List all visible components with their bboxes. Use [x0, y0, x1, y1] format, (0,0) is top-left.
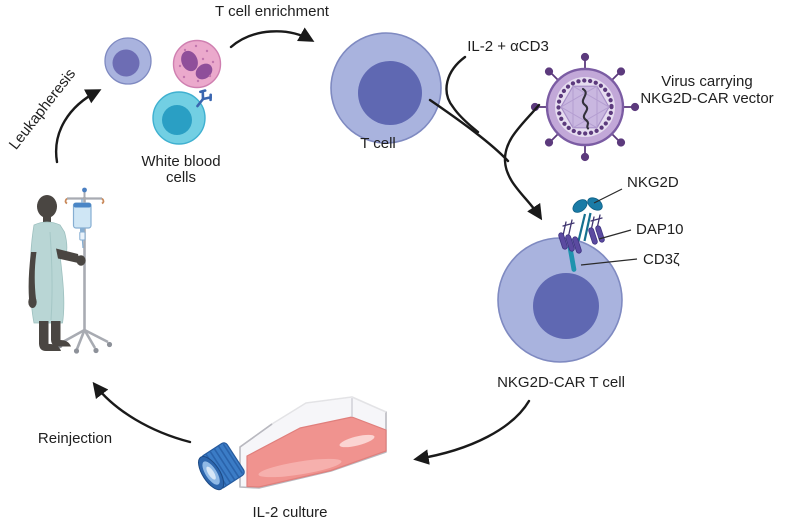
leukapheresis-arrow	[54, 89, 102, 164]
iv-bag-icon	[72, 199, 92, 249]
virus-icon	[530, 52, 640, 162]
cd3zeta-chain	[567, 245, 577, 272]
receptor-y-icon	[196, 89, 212, 108]
white-blood-cells-label-line1: White blood	[141, 153, 220, 170]
cyan-cell-icon	[152, 89, 212, 145]
reinjection-label: Reinjection	[38, 430, 112, 447]
il2-acd3-label: IL-2 + αCD3	[467, 38, 549, 55]
virus-label-line1: Virus carrying	[661, 73, 752, 90]
lymphocyte-cell-icon	[104, 37, 152, 85]
patient-figure	[28, 195, 86, 351]
culture-flask-icon	[198, 395, 387, 491]
transduction-arrow	[503, 103, 543, 221]
cd3zeta-label: CD3ζ	[643, 251, 680, 268]
t-cell-branch-line	[428, 98, 510, 163]
il2-culture-label: IL-2 culture	[252, 504, 327, 521]
reinjection-arrow	[92, 381, 192, 444]
flask-cap-icon	[198, 442, 245, 491]
nkg2d-label: NKG2D	[627, 174, 679, 191]
car-t-cell-icon	[497, 237, 623, 363]
nkg2d-leader-line	[593, 188, 623, 204]
virus-rna-icon	[581, 87, 590, 130]
t-cell-enrichment-label: T cell enrichment	[215, 3, 330, 20]
t-cell-icon	[330, 32, 442, 144]
leukapheresis-label: Leukapheresis	[6, 66, 79, 153]
dap10-label: DAP10	[636, 221, 684, 238]
t-cell-label: T cell	[360, 135, 396, 152]
virus-label-line2: NKG2D-CAR vector	[640, 90, 773, 107]
enrichment-arrow	[229, 27, 315, 49]
white-blood-cells-label-line2: cells	[166, 169, 196, 186]
cd3zeta-leader-line	[580, 258, 638, 266]
car-t-cell-label: NKG2D-CAR T cell	[497, 374, 625, 391]
cell-to-flask-arrow	[413, 399, 531, 465]
dap10-leader-line	[598, 229, 632, 240]
dap10-chains	[558, 225, 605, 254]
il2-acd3-line	[445, 55, 480, 134]
neutrophil-cell-icon	[172, 39, 222, 89]
